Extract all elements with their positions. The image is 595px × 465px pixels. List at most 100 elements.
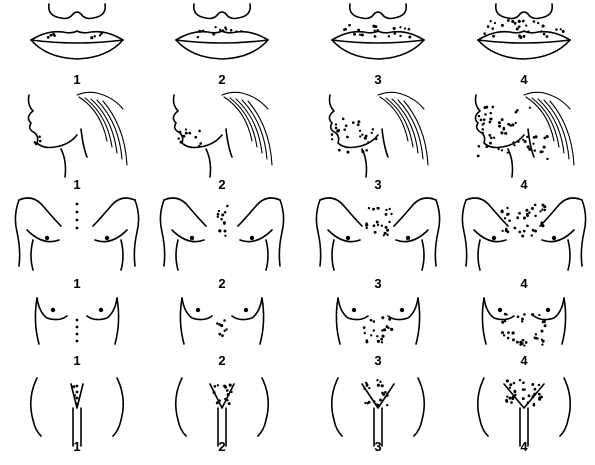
hair-dot: [365, 340, 368, 343]
hair-dot: [219, 29, 221, 31]
right-arm-inner: [121, 240, 123, 270]
chin-stage-label: 2: [218, 177, 225, 192]
hair-dot: [534, 204, 537, 207]
hair-dot: [72, 385, 75, 388]
hair-dot: [509, 387, 511, 389]
hair-dot: [376, 335, 378, 337]
hair-dot: [555, 28, 558, 31]
hair-dot: [216, 401, 219, 404]
hair-dot: [527, 145, 530, 148]
hair-dot: [521, 320, 523, 322]
hair-dot: [244, 308, 248, 312]
hair-dot: [365, 135, 368, 138]
upper-abdomen-stage-2-figure: [180, 298, 263, 344]
hair-dot: [498, 121, 501, 124]
hair-dot: [363, 388, 365, 390]
left-side: [15, 200, 19, 266]
hair-dot: [489, 117, 492, 120]
chin-stage-3-figure: [329, 92, 428, 177]
hair-dot: [198, 30, 201, 33]
hair-dot: [489, 121, 492, 124]
hair-dot: [507, 213, 510, 216]
chin-stage-label: 3: [374, 177, 381, 192]
hair-dot: [76, 385, 79, 388]
hair-dot: [235, 30, 237, 32]
hair-dot: [357, 29, 360, 32]
hair-dot: [386, 325, 389, 328]
right-side: [435, 200, 439, 266]
upper-abdomen-stage-label: 1: [73, 353, 80, 368]
hair-dot: [533, 20, 536, 23]
hair-dot: [521, 235, 524, 238]
hair-dot: [493, 137, 495, 139]
face-profile: [28, 95, 77, 148]
hair-dot: [518, 231, 521, 234]
hair-dot: [511, 20, 514, 23]
hair-dot: [376, 207, 378, 209]
hair-dot: [533, 388, 536, 391]
hair-dot: [483, 118, 486, 121]
hair-dot: [368, 387, 370, 389]
hair-dot: [544, 209, 546, 211]
hair-dot: [364, 402, 366, 404]
hair-dot: [532, 229, 535, 232]
hair-dot: [76, 326, 79, 329]
hair-dot: [230, 29, 233, 32]
hair-dot: [483, 32, 486, 35]
hair-dot: [76, 211, 79, 214]
hair-dot: [76, 333, 79, 336]
chest-stage-4-figure: [462, 198, 585, 270]
hair-dot: [343, 28, 346, 31]
hair-dot: [381, 316, 384, 319]
hair-dot: [185, 132, 188, 135]
left-hip: [31, 378, 41, 436]
hair-dot: [501, 24, 504, 27]
hair-dot: [366, 384, 369, 387]
upper-lip-stage-2-figure: [176, 4, 268, 59]
chest-stage-label: 2: [218, 276, 225, 291]
hair-dot: [483, 122, 485, 124]
right-shoulder: [540, 198, 582, 226]
hair-dot: [560, 28, 562, 30]
row-chest: 1234: [15, 198, 585, 291]
hair-dot: [361, 33, 364, 36]
hair-dot: [513, 144, 515, 146]
hair-dot: [365, 227, 367, 229]
upper-abdomen-stage-3-figure: [336, 298, 419, 344]
left-arm-inner: [31, 240, 33, 270]
hair-dot: [500, 131, 503, 134]
hair-dot: [51, 308, 55, 312]
hair-dot: [346, 236, 350, 240]
hair-dot: [522, 339, 525, 342]
chin-stage-label: 4: [520, 177, 528, 192]
hair-dot: [383, 328, 386, 331]
hair-dot: [335, 127, 338, 130]
neck-front: [206, 149, 211, 177]
hair-dot: [338, 149, 341, 152]
hair-dot: [76, 340, 79, 343]
hair-dot: [226, 399, 228, 401]
hair-dot: [386, 233, 389, 236]
hair-dot: [367, 141, 369, 143]
hair-dot: [518, 34, 521, 37]
hair-dot: [385, 213, 388, 216]
hair-dot: [212, 33, 215, 36]
hair-dot: [381, 335, 384, 338]
hair-dot: [76, 403, 79, 406]
hair-dot: [539, 210, 541, 212]
hair-dot: [531, 383, 534, 386]
hair-dot: [373, 400, 376, 403]
hair-dot: [498, 308, 502, 312]
hair-dot: [52, 33, 55, 36]
hair-strand: [404, 101, 428, 165]
hair-dot: [542, 320, 545, 323]
hair-dot: [504, 320, 506, 322]
hair-dot: [508, 397, 511, 400]
hair-dot: [185, 128, 187, 130]
hair-dot: [250, 236, 254, 240]
hair-dot: [514, 22, 517, 25]
neck-front: [61, 149, 66, 177]
hair-dot: [45, 236, 49, 240]
hair-dot: [393, 27, 396, 30]
upper-abdomen-stage-label: 2: [218, 353, 225, 368]
